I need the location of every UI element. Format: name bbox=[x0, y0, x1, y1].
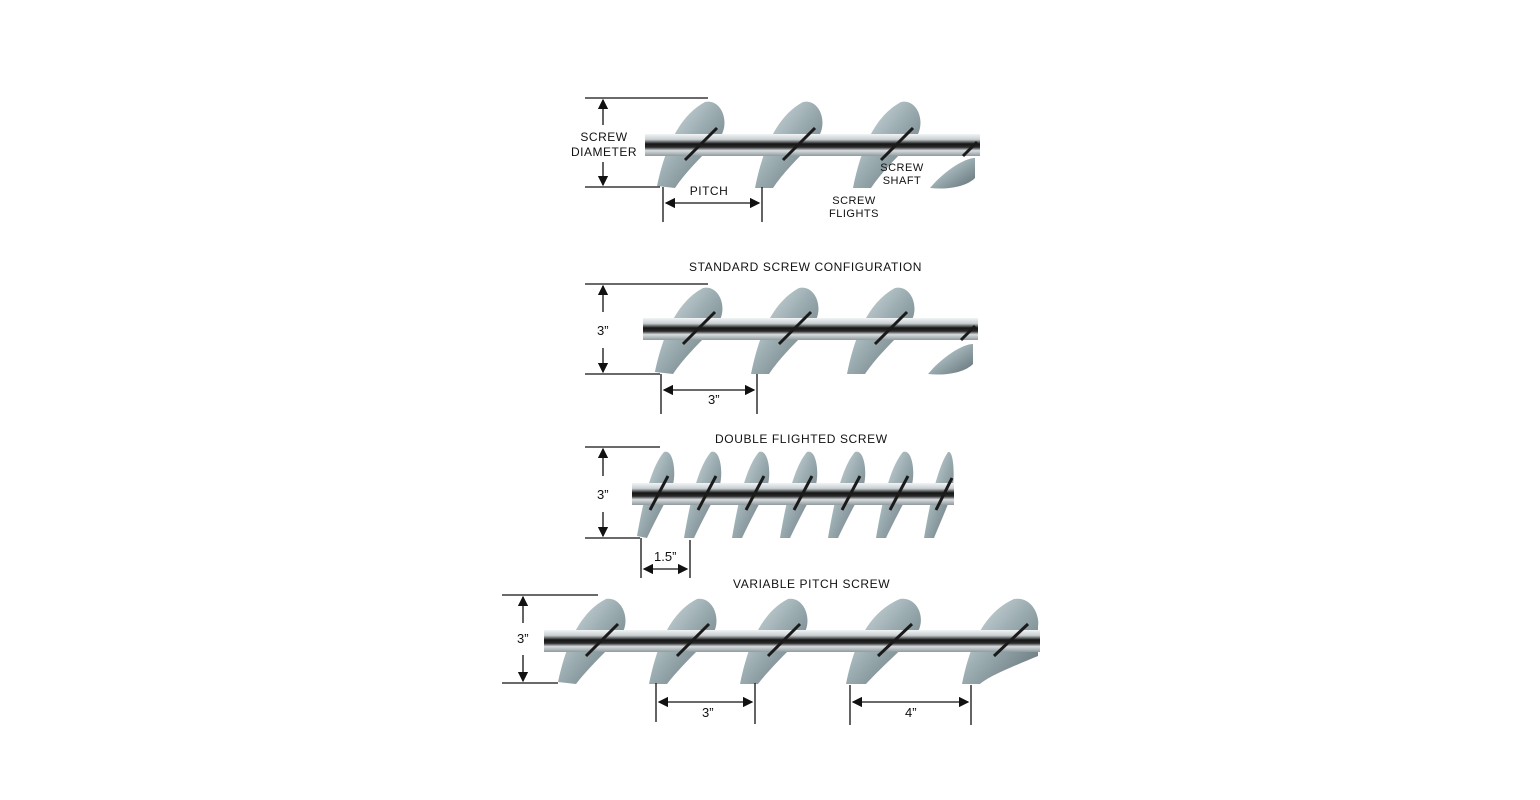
screw-flights-label: SCREW FLIGHTS bbox=[824, 195, 884, 221]
double-flighted-diameter-value: 3” bbox=[597, 487, 609, 502]
variable-pitch-diameter-value: 3” bbox=[517, 631, 529, 646]
screw-shaft-label-line1: SCREW bbox=[880, 162, 924, 174]
screw-diameter-label: SCREW DIAMETER bbox=[568, 130, 640, 160]
variable-pitch-screw-illustration bbox=[544, 598, 1040, 684]
screw-flights-label-line1: SCREW bbox=[832, 195, 876, 207]
pitch-label: PITCH bbox=[689, 184, 729, 198]
standard-pitch-value: 3” bbox=[708, 392, 720, 407]
screw-diameter-label-line1: SCREW bbox=[580, 130, 628, 144]
screw-diameter-label-line2: DIAMETER bbox=[570, 145, 637, 159]
variable-pitch-first-pitch-value: 3” bbox=[702, 705, 714, 720]
screw-flights-label-line2: FLIGHTS bbox=[829, 208, 879, 220]
screw-shaft-label-line2: SHAFT bbox=[882, 175, 922, 187]
double-flighted-screw-title: DOUBLE FLIGHTED SCREW bbox=[715, 432, 888, 446]
standard-diameter-value: 3” bbox=[597, 323, 609, 338]
variable-pitch-screw-title: VARIABLE PITCH SCREW bbox=[733, 577, 891, 591]
double-flighted-pitch-value: 1.5” bbox=[654, 549, 677, 564]
screw-overview-illustration bbox=[645, 101, 980, 189]
standard-screw-title: STANDARD SCREW CONFIGURATION bbox=[689, 260, 923, 274]
variable-pitch-second-pitch-value: 4” bbox=[905, 705, 917, 720]
double-flighted-screw-illustration bbox=[632, 451, 954, 538]
standard-screw-illustration bbox=[643, 287, 978, 375]
screw-shaft-label: SCREW SHAFT bbox=[874, 162, 930, 188]
